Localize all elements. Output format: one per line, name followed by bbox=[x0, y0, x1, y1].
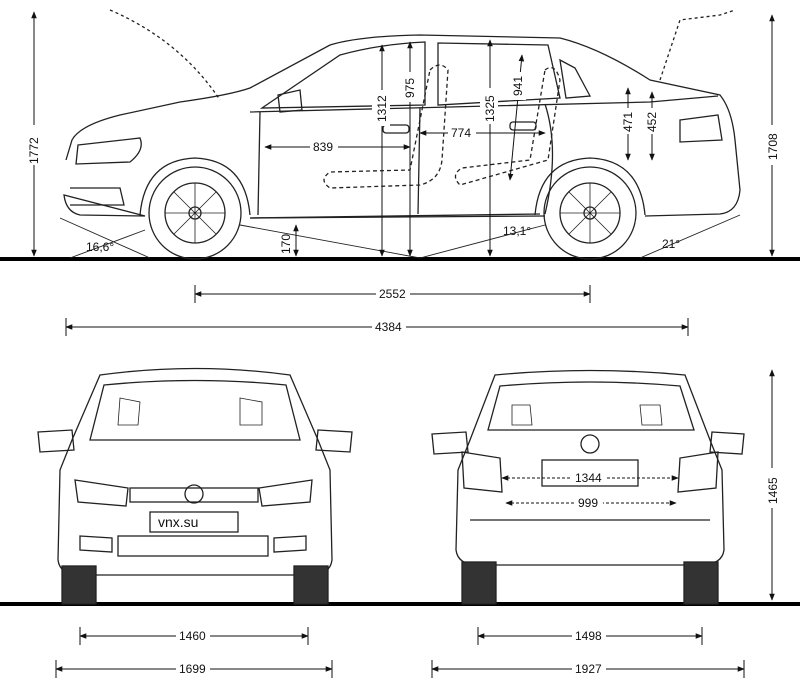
trunk-width-lower-label: 999 bbox=[578, 496, 598, 510]
side-car-body bbox=[63, 34, 741, 219]
wheelbase-label: 2552 bbox=[379, 287, 406, 301]
front-headroom-label: 975 bbox=[403, 78, 417, 98]
ramp-angle-label: 13,1° bbox=[503, 224, 531, 238]
front-wheel bbox=[139, 157, 251, 260]
front-seat-height-label: 1312 bbox=[375, 95, 389, 122]
license-plate bbox=[149, 511, 239, 533]
front-badge bbox=[184, 484, 204, 504]
overall-height-rear-label: 1708 bbox=[766, 133, 780, 160]
rear-legroom-label: 774 bbox=[451, 126, 471, 140]
front-grille bbox=[129, 487, 259, 503]
rear-mirror-left bbox=[431, 431, 469, 455]
body-width-label: 1699 bbox=[179, 662, 206, 676]
side-doors bbox=[257, 103, 554, 216]
departure-angle-label: 21° bbox=[662, 237, 680, 251]
trunk-opening-arc bbox=[659, 9, 736, 81]
rear-headroom-label: 941 bbox=[511, 76, 525, 96]
hood-opening-arc bbox=[109, 9, 221, 101]
rear-door-handle bbox=[509, 121, 537, 131]
rear-wheel bbox=[534, 157, 646, 260]
rear-track-label: 1498 bbox=[575, 629, 602, 643]
front-headlight-right bbox=[258, 479, 313, 507]
rear-view bbox=[431, 369, 745, 605]
rear-tire-right bbox=[683, 561, 719, 605]
trunk-width-upper-label: 1344 bbox=[575, 471, 602, 485]
lower-grille bbox=[117, 535, 269, 557]
trunk-opening-lower-label: 452 bbox=[645, 112, 659, 132]
rear-taillight-right bbox=[677, 451, 719, 493]
side-view bbox=[0, 9, 800, 261]
front-door-handle bbox=[382, 124, 410, 134]
side-taillight bbox=[679, 114, 723, 143]
front-windshield bbox=[89, 379, 301, 441]
front-legroom-label: 839 bbox=[313, 140, 333, 154]
overall-height-front-label: 1772 bbox=[27, 137, 41, 164]
side-headlight bbox=[75, 137, 142, 165]
rear-plate-recess bbox=[541, 459, 639, 487]
front-track-label: 1460 bbox=[179, 629, 206, 643]
front-body-outline bbox=[57, 367, 333, 576]
rear-seat-outline bbox=[454, 66, 561, 186]
rear-body-outline bbox=[455, 369, 725, 566]
front-tire-left bbox=[61, 565, 97, 605]
rear-seat-height-label: 1325 bbox=[483, 95, 497, 122]
width-with-mirrors-label: 1927 bbox=[575, 662, 602, 676]
rear-mirror-right bbox=[709, 431, 745, 455]
rear-badge bbox=[580, 434, 600, 454]
trunk-opening-upper-label: 471 bbox=[621, 112, 635, 132]
front-mirror-left bbox=[37, 429, 75, 453]
plate-text: vnx.su bbox=[158, 514, 198, 530]
approach-angle-label: 16,6° bbox=[86, 240, 114, 254]
rear-overall-height-label: 1465 bbox=[766, 477, 780, 504]
rear-taillight-left bbox=[461, 451, 503, 493]
side-windows bbox=[259, 41, 592, 109]
rear-window bbox=[487, 381, 695, 431]
front-view bbox=[0, 367, 800, 606]
front-headlight-left bbox=[74, 479, 129, 507]
side-mirror bbox=[277, 89, 303, 113]
ground-clearance-label: 170 bbox=[279, 234, 293, 254]
overall-length-label: 4384 bbox=[375, 320, 402, 334]
front-mirror-right bbox=[315, 429, 353, 453]
front-tire-right bbox=[293, 565, 329, 605]
rear-tire-left bbox=[461, 561, 497, 605]
front-seat-outline bbox=[323, 64, 449, 189]
